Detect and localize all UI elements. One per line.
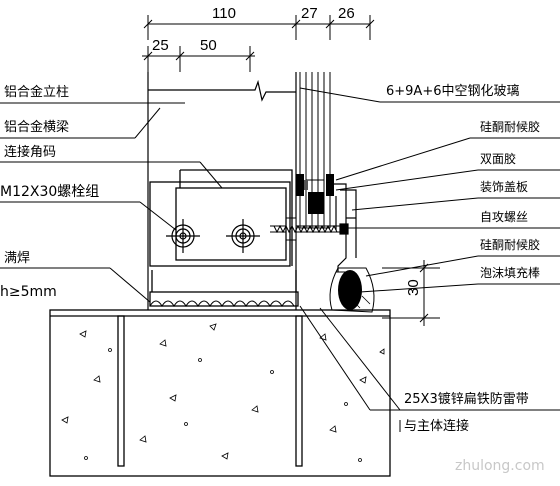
dim-25: 25 [152,37,169,54]
bolt-left [166,219,200,253]
concrete-slab [49,309,391,477]
connector-angle [149,169,293,267]
label-decorative-cover: 装饰盖板 [480,180,528,194]
dim-30: 30 [405,279,422,296]
label-main-structure-link: 与主体连接 [404,418,469,434]
dim-50: 50 [200,37,217,54]
label-full-weld: 满焊 [4,250,30,266]
dim-110: 110 [212,5,236,22]
label-corner-connector: 连接角码 [4,144,56,160]
bolt-right [226,219,260,253]
base-plate [149,270,299,307]
dim-27: 27 [301,5,318,22]
label-silicone-sealant-2: 硅酮耐候胶 [480,237,540,252]
label-glass-spec: 6+9A+6中空钢化玻璃 [386,84,520,99]
label-aluminum-mullion: 铝合金立柱 [4,84,69,100]
dim-26: 26 [338,5,355,22]
label-double-sided-tape: 双面胶 [480,151,516,166]
top-dimension-group [142,15,375,72]
label-weld-height: h≥5mm [0,284,57,300]
label-self-tapping-screw: 自攻螺丝 [480,210,528,224]
watermark: zhulong.com [455,458,545,474]
left-leaders [0,102,223,303]
self-tapping-screw [270,217,342,241]
right-leaders [299,87,560,432]
label-bolt-group: M12X30螺栓组 [0,184,99,200]
label-foam-backer-rod: 泡沫填充棒 [480,265,540,280]
concrete-aggregate [61,323,385,462]
foam-backer-rod [329,267,375,313]
label-aluminum-transom: 铝合金横梁 [4,119,69,135]
label-lightning-strip: 25X3镀锌扁铁防雷带 [404,391,529,407]
label-silicone-sealant-1: 硅酮耐候胶 [480,119,540,134]
glass-sealant-blocks [296,174,334,214]
aluminum-mullion [147,72,297,310]
